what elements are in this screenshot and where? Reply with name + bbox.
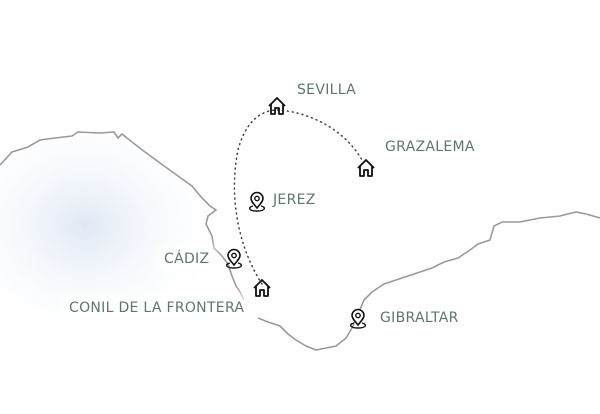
- label-gibraltar: GIBRALTAR: [380, 310, 459, 326]
- label-jerez: JEREZ: [273, 192, 316, 208]
- coastline-west: [0, 131, 245, 301]
- pin-icon: [225, 248, 243, 269]
- pin-icon: [248, 191, 266, 212]
- pin-icon: [349, 308, 367, 329]
- coastline-south: [257, 211, 600, 351]
- label-sevilla: SEVILLA: [297, 82, 357, 98]
- label-conil: CONIL DE LA FRONTERA: [69, 300, 245, 316]
- sea-area: [0, 133, 243, 340]
- label-grazalema: GRAZALEMA: [385, 139, 475, 155]
- label-cadiz: CÁDIZ: [164, 251, 210, 267]
- house-icon: [253, 279, 271, 297]
- house-icon: [268, 97, 286, 115]
- house-icon: [357, 159, 375, 177]
